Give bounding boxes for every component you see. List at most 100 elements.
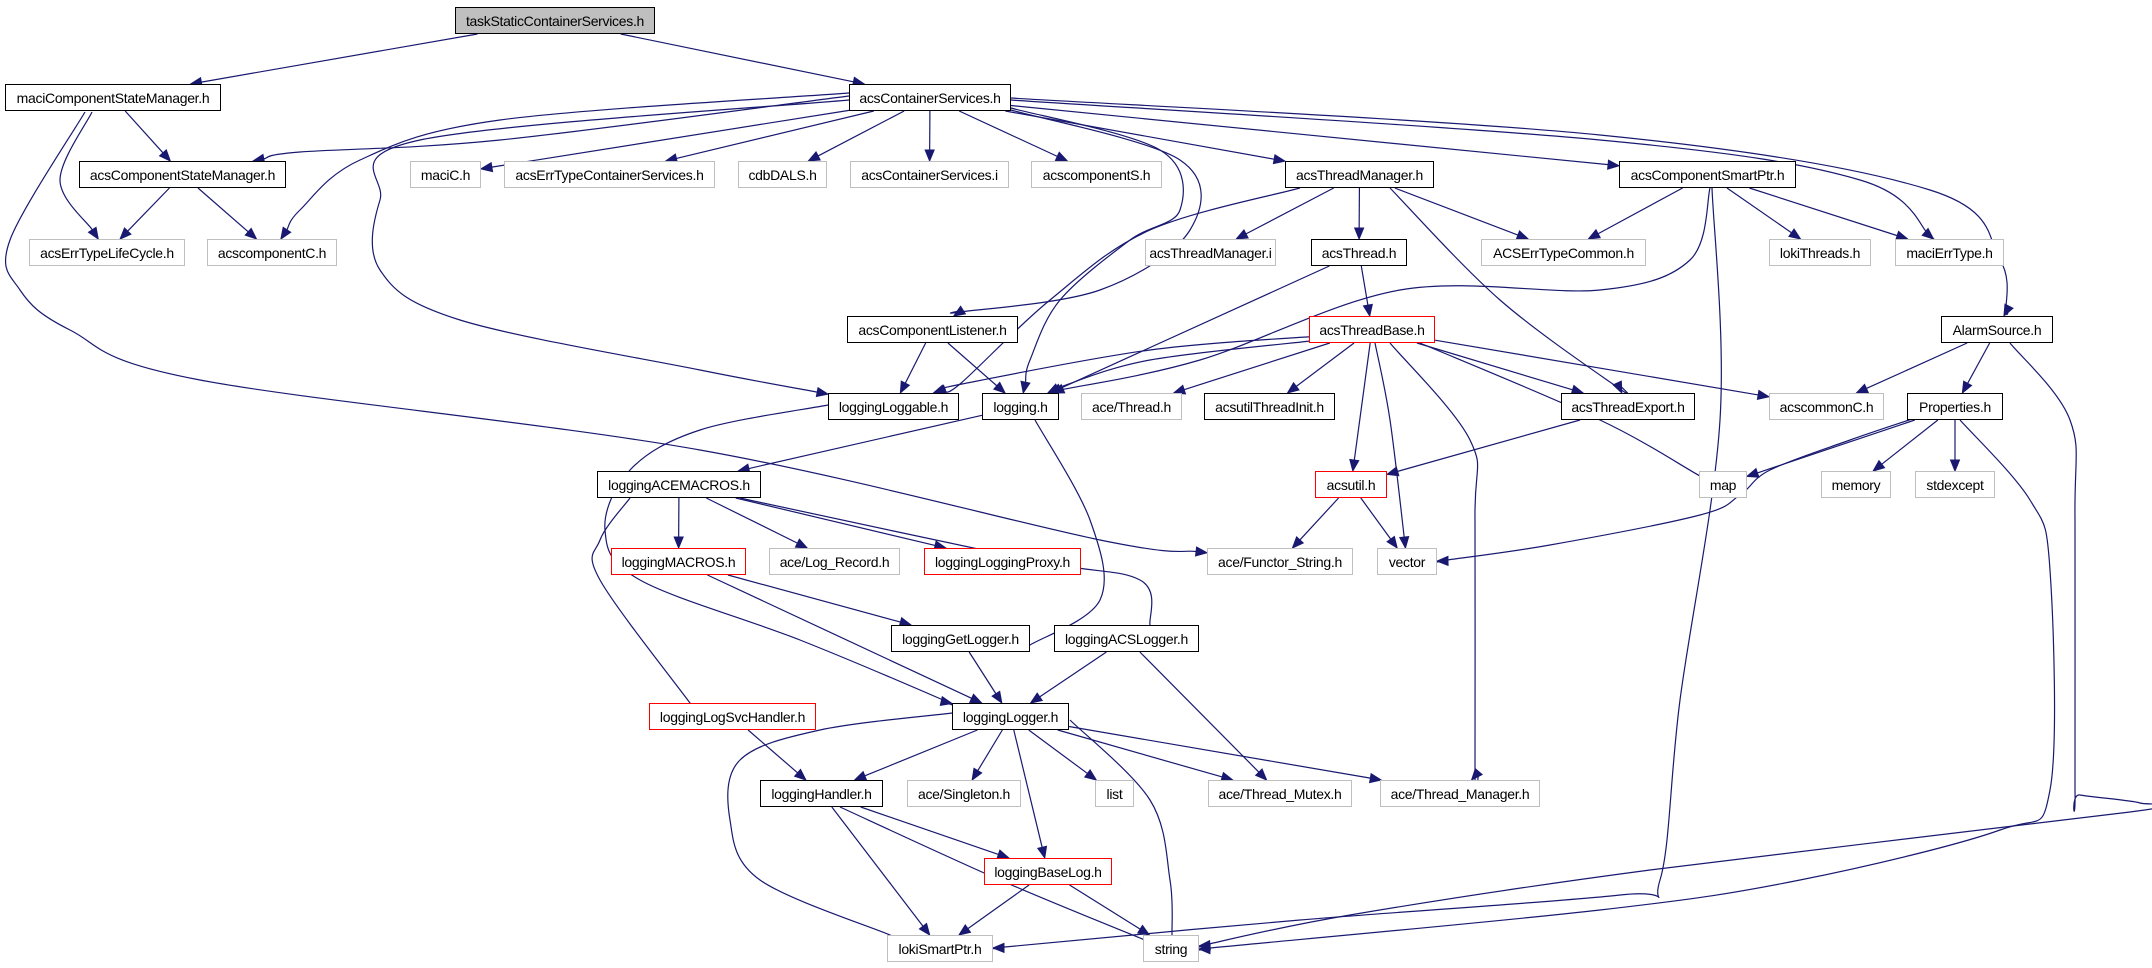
node-label: loggingACEMACROS.h [608,476,750,493]
graph-node-acsutil[interactable]: acsutil.h [1315,471,1387,498]
edge-loggingMACROS-to-loggingGetLogger [727,574,901,623]
graph-node-cdbDALS[interactable]: cdbDALS.h [738,161,827,188]
graph-node-acsThreadExport[interactable]: acsThreadExport.h [1561,393,1695,420]
node-label: acsContainerServices.h [859,89,1001,106]
graph-node-aceFunctorString[interactable]: ace/Functor_String.h [1207,548,1353,575]
arrowhead-icon [968,693,983,704]
node-label: ace/Thread.h [1092,398,1171,415]
graph-node-lokiSmartPtr[interactable]: lokiSmartPtr.h [887,935,993,962]
node-label: loggingBaseLog.h [994,863,1102,880]
node-label: acscomponentC.h [217,244,327,261]
graph-node-loggingACEMACROS[interactable]: loggingACEMACROS.h [597,471,761,498]
graph-node-acsThread[interactable]: acsThread.h [1311,239,1407,266]
arrowhead-icon [793,768,807,781]
graph-node-vector[interactable]: vector [1377,548,1437,575]
arrowhead-icon [280,226,292,241]
edge-loggingACEMACROS-to-aceLogRecord [705,497,798,544]
edge-acsComponentListener-to-logging [947,342,998,387]
edge-loggingLogger-to-string [1069,719,1173,940]
arrowhead-icon [924,149,935,163]
graph-node-acscomponentC[interactable]: acscomponentC.h [207,239,337,266]
arrowhead-icon [119,227,132,240]
graph-node-stdexcept[interactable]: stdexcept [1915,471,1995,498]
graph-node-acsContainerServicesI[interactable]: acsContainerServices.i [850,161,1009,188]
edge-acsThreadBase-to-vector [1374,342,1407,552]
graph-node-memory[interactable]: memory [1821,471,1891,498]
graph-node-aceSingleton[interactable]: ace/Singleton.h [907,780,1021,807]
arrowhead-icon [1949,459,1961,473]
graph-node-loggingGetLogger[interactable]: loggingGetLogger.h [891,625,1030,652]
arrowhead-icon [1036,845,1048,860]
arrowhead-icon [1470,767,1484,782]
graph-node-acsThreadManagerI[interactable]: acsThreadManager.i [1145,239,1276,266]
edge-Properties-to-string [1172,419,2056,953]
graph-node-loggingBaseLog[interactable]: loggingBaseLog.h [984,858,1112,885]
edge-acsComponentSmartPtr-to-logging [1050,187,1711,393]
graph-node-maciErrType[interactable]: maciErrType.h [1895,239,2004,266]
graph-node-logging[interactable]: logging.h [982,393,1059,420]
graph-node-acsutilThreadInit[interactable]: acsutilThreadInit.h [1204,393,1335,420]
graph-node-acsThreadManager[interactable]: acsThreadManager.h [1285,161,1434,188]
edge-loggingLogger-to-list [1028,729,1088,774]
graph-node-aceThreadManager[interactable]: ace/Thread_Manager.h [1380,780,1540,807]
graph-node-string[interactable]: string [1143,935,1199,962]
node-label: loggingLoggable.h [838,398,949,415]
graph-node-acsErrTypeContainerServices[interactable]: acsErrTypeContainerServices.h [504,161,715,188]
arrowhead-icon [1872,459,1886,472]
graph-node-aceLogRecord[interactable]: ace/Log_Record.h [769,548,900,575]
edge-acsContainerServices-to-acscomponentC [286,92,850,231]
arrowhead-icon [1921,227,1935,240]
edge-acsContainerServices-to-acsErrTypeContainerServices [676,110,874,160]
graph-node-acsComponentListener[interactable]: acsComponentListener.h [847,316,1018,343]
graph-node-maciC[interactable]: maciC.h [410,161,481,188]
graph-node-Properties[interactable]: Properties.h [1907,393,2003,420]
arrowhead-icon [957,924,972,936]
edge-acsThreadExport-to-acsutil [1397,419,1581,472]
graph-node-acsComponentSmartPtr[interactable]: acsComponentSmartPtr.h [1619,161,1796,188]
edge-taskStaticContainerServices-to-maciComponentStateManager [201,33,478,83]
graph-node-aceThreadMutex[interactable]: ace/Thread_Mutex.h [1208,780,1352,807]
arrowhead-icon [807,151,821,162]
arrowhead-icon [1745,467,1760,478]
graph-node-acsContainerServices[interactable]: acsContainerServices.h [849,84,1011,111]
edge-acsThreadBase-to-loggingLoggable [941,335,1321,391]
arrowhead-icon [158,148,172,162]
node-label: loggingACSLogger.h [1064,630,1189,647]
graph-node-maciComponentStateManager[interactable]: maciComponentStateManager.h [5,84,221,111]
graph-node-acscomponentS[interactable]: acscomponentS.h [1031,161,1162,188]
graph-node-acsThreadBase[interactable]: acsThreadBase.h [1309,316,1435,343]
arrowhead-icon [1368,772,1383,784]
graph-node-AlarmSource[interactable]: AlarmSource.h [1941,316,2053,343]
graph-node-loggingLogger[interactable]: loggingLogger.h [952,703,1069,730]
graph-node-map[interactable]: map [1699,471,1747,498]
arrowhead-icon [1254,768,1268,781]
graph-node-aceThread[interactable]: ace/Thread.h [1081,393,1182,420]
graph-node-loggingLoggable[interactable]: loggingLoggable.h [828,393,959,420]
arrowhead-icon [1286,381,1300,394]
graph-node-acsComponentStateManager[interactable]: acsComponentStateManager.h [79,161,286,188]
arrowhead-icon [853,770,868,781]
node-label: lokiSmartPtr.h [898,940,982,957]
graph-node-list[interactable]: list [1095,780,1134,807]
edge-loggingLogger-to-lokiSmartPtr [727,712,953,940]
arrowhead-icon [673,536,684,550]
edge-acsThread-to-acsThreadBase [1360,265,1369,306]
graph-node-ACSErrTypeCommon[interactable]: ACSErrTypeCommon.h [1481,239,1646,266]
graph-node-loggingLoggingProxy[interactable]: loggingLoggingProxy.h [924,548,1081,575]
arrowhead-icon [1855,383,1870,394]
arrowhead-icon [1435,555,1449,567]
edge-taskStaticContainerServices-to-acsContainerServices [620,33,854,83]
arrowhead-icon [1046,383,1061,394]
graph-node-loggingLogSvcHandler[interactable]: loggingLogSvcHandler.h [649,703,816,730]
node-label: maciC.h [420,166,471,183]
node-label: maciErrType.h [1906,244,1993,261]
node-label: acsContainerServices.i [861,166,998,183]
graph-node-loggingACSLogger[interactable]: loggingACSLogger.h [1054,625,1199,652]
graph-node-loggingHandler[interactable]: loggingHandler.h [760,780,883,807]
graph-node-acscommonC[interactable]: acscommonC.h [1769,393,1884,420]
graph-node-lokiThreads[interactable]: lokiThreads.h [1769,239,1871,266]
arrowhead-icon [991,690,1003,705]
graph-node-loggingMACROS[interactable]: loggingMACROS.h [611,548,746,575]
graph-node-acsErrTypeLifeCycle[interactable]: acsErrTypeLifeCycle.h [29,239,185,266]
arrowhead-icon [1587,228,1602,240]
